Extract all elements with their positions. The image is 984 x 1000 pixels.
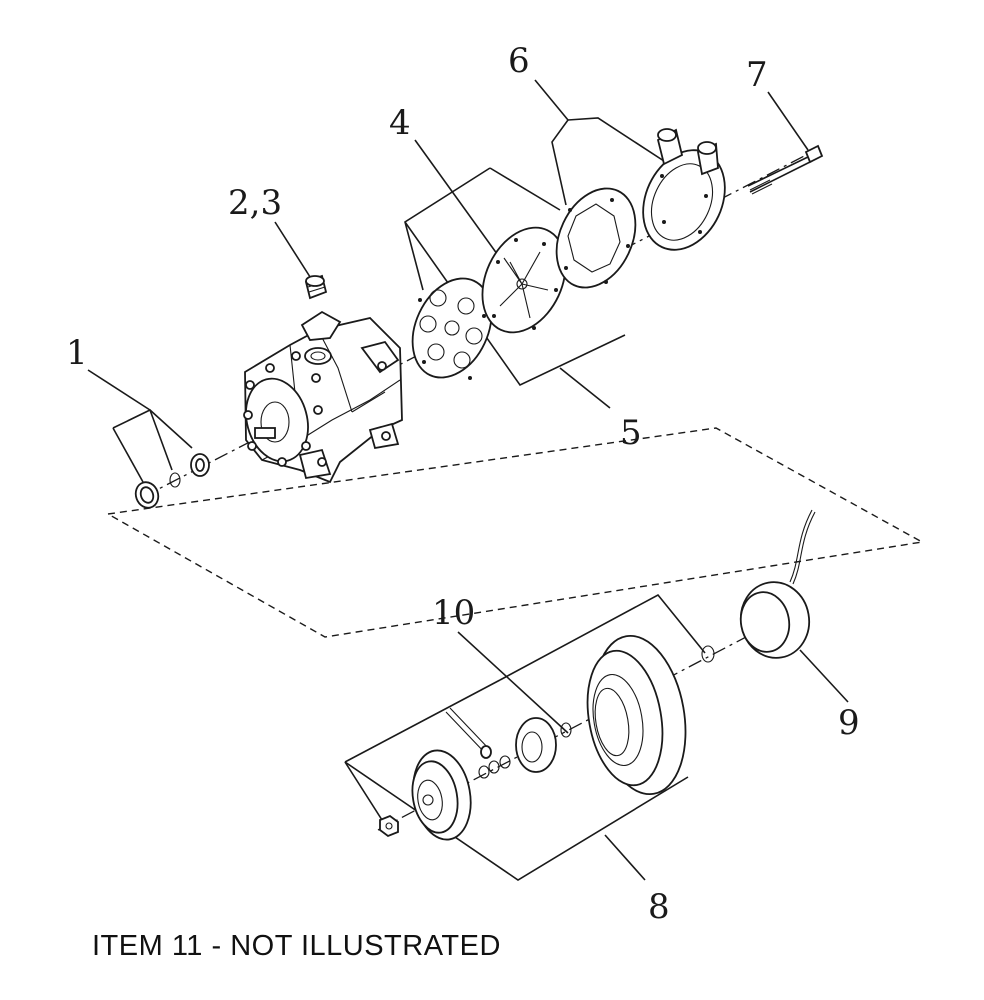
- compressor-body: [243, 310, 403, 484]
- callout-5: 5: [620, 413, 642, 453]
- callout-2-3: 2,3: [228, 183, 282, 223]
- callout-1: 1: [66, 333, 88, 373]
- field-coil: [739, 509, 816, 659]
- callout-8: 8: [648, 887, 670, 927]
- lower-axis: [377, 614, 789, 831]
- callout-7: 7: [746, 55, 768, 95]
- callout-10: 10: [432, 593, 475, 633]
- valve-reed-plate: [481, 226, 567, 334]
- hex-nut: [379, 814, 399, 838]
- callout-6: 6: [508, 41, 530, 81]
- clutch-hub: [411, 749, 472, 841]
- assembly-boundary: [107, 427, 925, 638]
- callout-9: 9: [838, 703, 860, 743]
- caption-note: ITEM 11 - NOT ILLUSTRATED: [92, 930, 501, 962]
- head-gasket: [555, 187, 637, 289]
- through-bolt: [747, 144, 824, 195]
- shims-and-key: [445, 707, 511, 779]
- leader-lines: [87, 79, 849, 881]
- rear-head: [642, 128, 726, 251]
- pulley: [586, 634, 687, 796]
- valve-plate-rear: [411, 277, 493, 380]
- callout-4: 4: [389, 103, 411, 143]
- shaft-seal-parts: [134, 453, 210, 509]
- snap-rings: [560, 645, 715, 738]
- oil-plug: [304, 274, 328, 300]
- bearing: [515, 717, 557, 773]
